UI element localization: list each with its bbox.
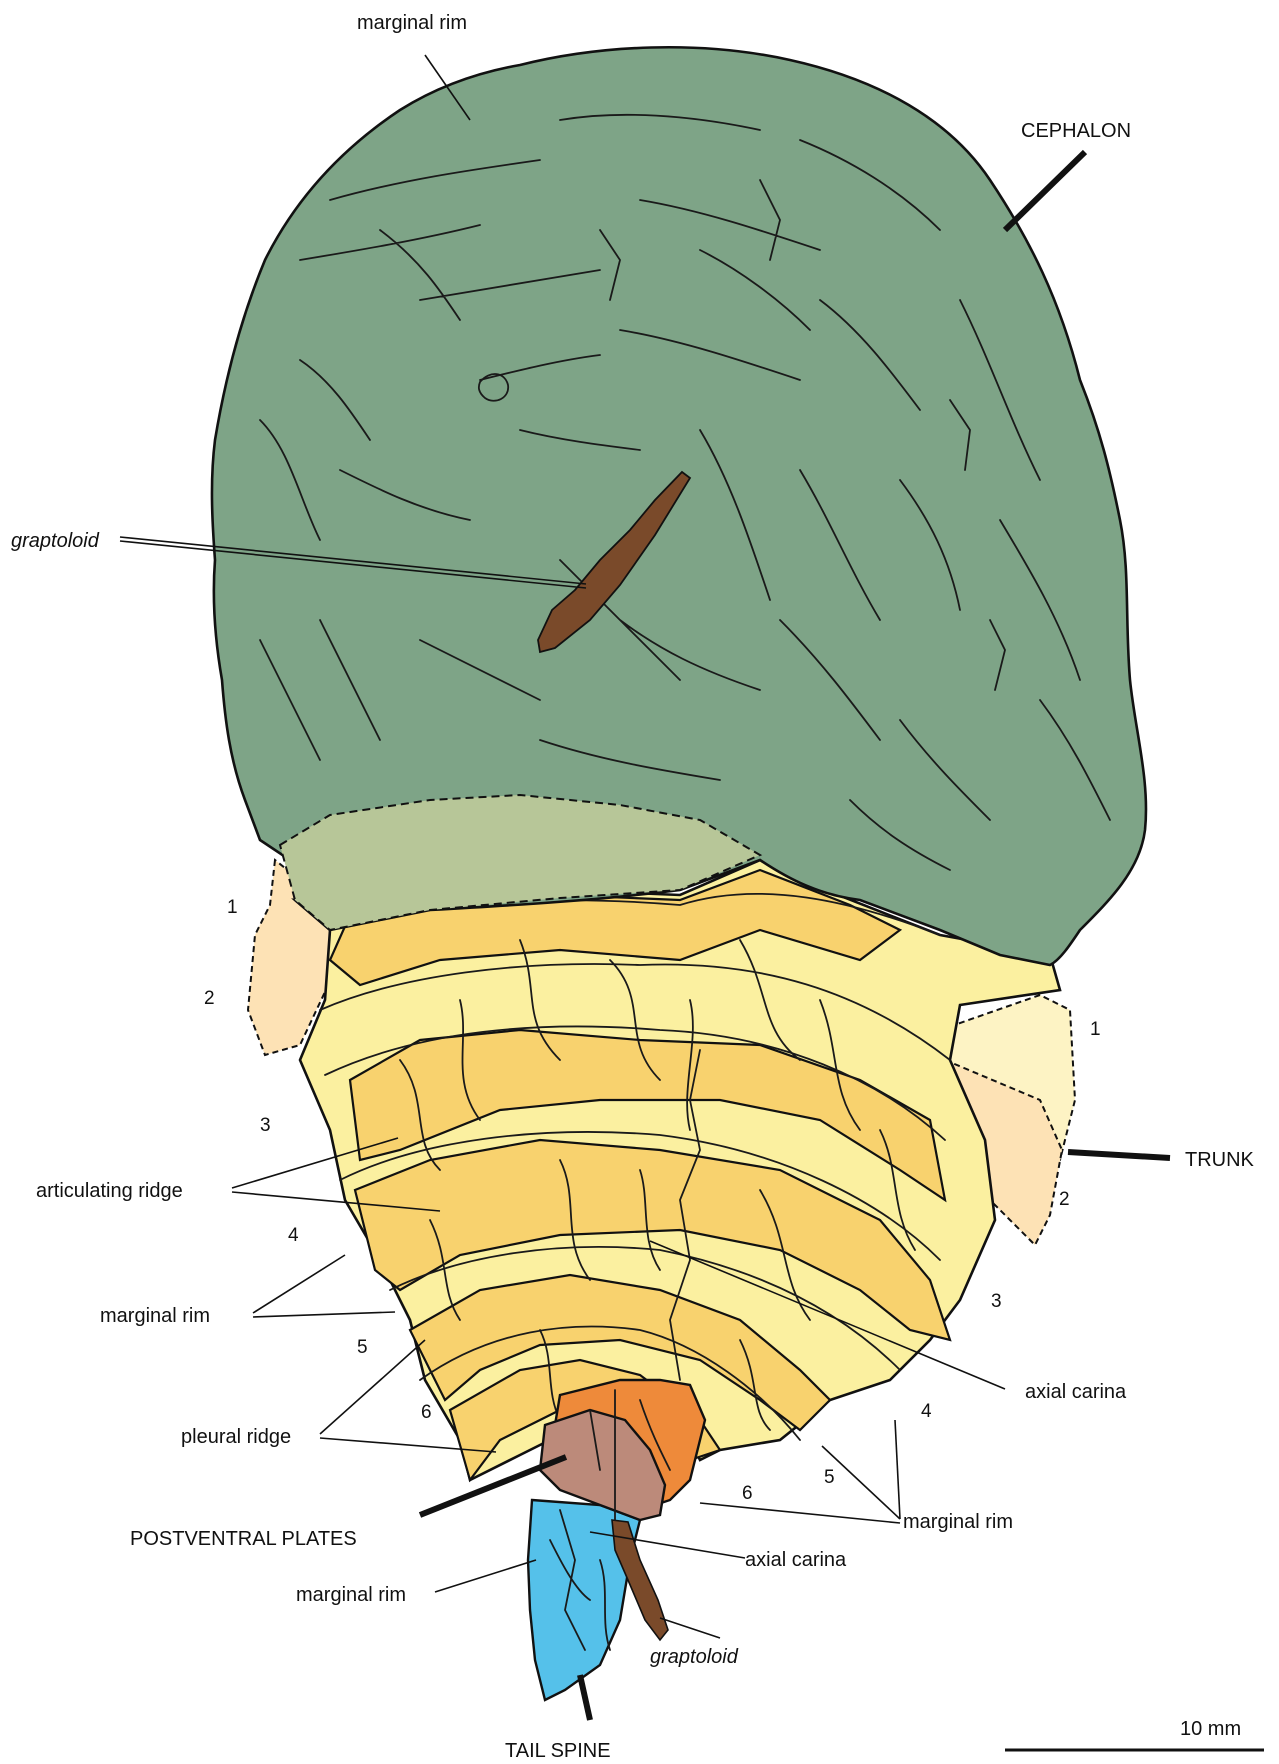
label-marginal-rim-tail: marginal rim	[296, 1584, 406, 1606]
label-tail-spine: TAIL SPINE	[505, 1740, 611, 1762]
segment-number-left: 2	[204, 988, 215, 1009]
segment-number-left: 6	[421, 1402, 432, 1423]
label-scale: 10 mm	[1180, 1718, 1241, 1740]
label-marginal-rim-right: marginal rim	[903, 1511, 1013, 1533]
segment-number-right: 5	[824, 1467, 835, 1488]
cephalon	[212, 47, 1146, 965]
segment-number-left: 1	[227, 897, 238, 918]
label-marginal-rim-left: marginal rim	[100, 1305, 210, 1327]
label-cephalon: CEPHALON	[1021, 120, 1131, 142]
segment-number-right: 2	[1059, 1189, 1070, 1210]
segment-number-right: 6	[742, 1483, 753, 1504]
segment-number-left: 5	[357, 1337, 368, 1358]
label-trunk: TRUNK	[1185, 1149, 1255, 1171]
label-graptoloid-lower: graptoloid	[650, 1646, 739, 1668]
label-graptoloid-upper: graptoloid	[11, 530, 100, 552]
segment-number-left: 3	[260, 1115, 271, 1136]
segment-number-left: 4	[288, 1225, 299, 1246]
label-axial-carina-right: axial carina	[1025, 1381, 1127, 1403]
label-axial-carina-lower: axial carina	[745, 1549, 847, 1571]
label-pleural-ridge: pleural ridge	[181, 1426, 291, 1448]
label-postventral-plates: POSTVENTRAL PLATES	[130, 1528, 357, 1550]
label-articulating-ridge: articulating ridge	[36, 1180, 183, 1202]
label-marginal-rim-top: marginal rim	[357, 12, 467, 34]
segment-number-right: 3	[991, 1291, 1002, 1312]
segment-number-right: 1	[1090, 1019, 1101, 1040]
segment-number-right: 4	[921, 1401, 932, 1422]
